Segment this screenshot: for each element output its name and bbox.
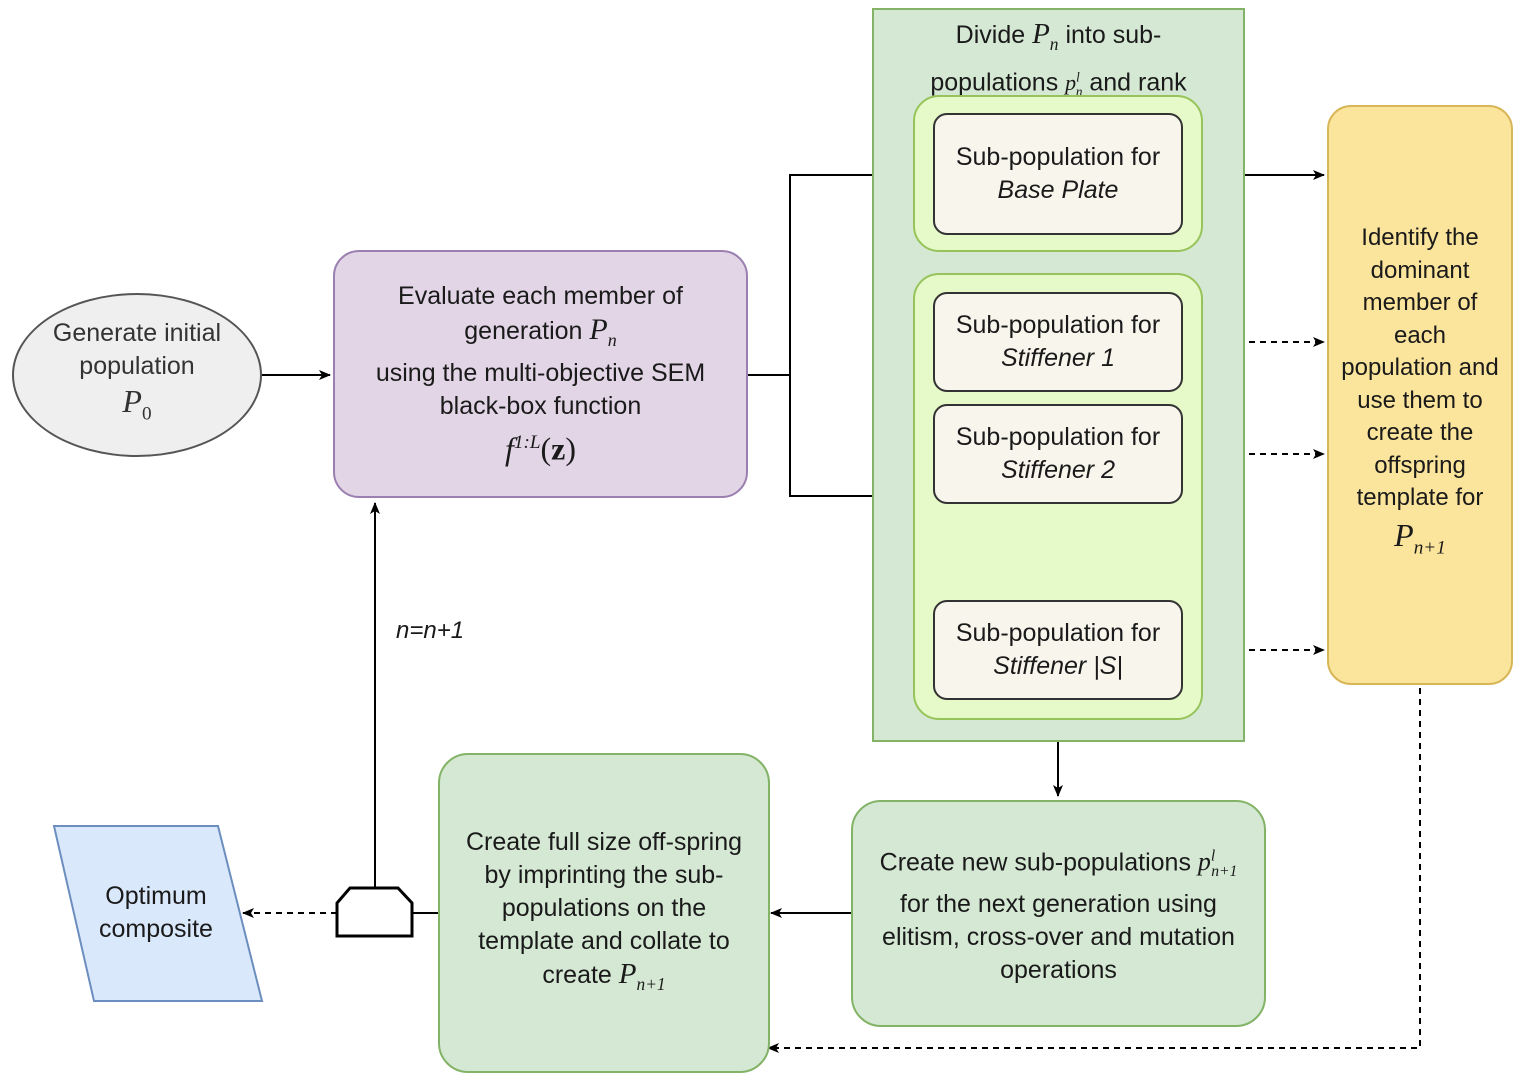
evaluate-line4: black-box function [439, 391, 642, 420]
subpop-stiffenerS-line1: Sub-population for [955, 619, 1161, 647]
new-subpop-line3: elitism, cross-over and mutation [882, 923, 1235, 952]
offspring-line5: create Pn+1 [542, 957, 666, 994]
identify-line: dominant [1370, 256, 1470, 284]
subpop-stiffener2-line1: Sub-population for [955, 423, 1161, 451]
offspring-line3: populations on the [501, 893, 707, 922]
subpop-stiffener1-line1: Sub-population for [955, 311, 1161, 339]
output-line2: composite [99, 915, 213, 943]
evaluate-line2: generation Pn [464, 312, 617, 350]
subpop-baseplate-line2: Base Plate [997, 176, 1119, 204]
offspring-line1: Create full size off-spring [465, 827, 743, 856]
identify-line: use them to [1357, 386, 1483, 414]
new-subpop-line4: operations [1000, 956, 1117, 985]
start-math: P0 [122, 383, 152, 425]
new-subpop-line1: Create new sub-populations pln+1 [879, 847, 1238, 881]
offspring-line4: template and collate to [478, 926, 730, 955]
identify-line: each [1393, 321, 1447, 349]
identify-node[interactable]: Identify the dominant member of each pop… [1327, 105, 1513, 685]
identify-line: Identify the [1361, 224, 1479, 252]
evaluate-line1: Evaluate each member of [398, 281, 683, 310]
loop-label: n=n+1 [396, 617, 465, 644]
subpop-stiffener1-line2: Stiffener 1 [1001, 344, 1115, 372]
identify-line: member of [1362, 289, 1478, 317]
new-subpop-line2: for the next generation using [900, 890, 1217, 919]
offspring-line2: by imprinting the sub- [484, 860, 724, 889]
identify-math: Pn+1 [1394, 516, 1446, 558]
start-node[interactable]: Generate initial population P0 [12, 293, 262, 457]
dashed-arrow-identify-to-offspring [767, 688, 1421, 1053]
evaluate-function: f1:L(z) [504, 430, 577, 467]
identify-line: population and [1341, 354, 1499, 382]
output-line1: Optimum [105, 882, 207, 910]
offspring-node[interactable]: Create full size off-spring by imprintin… [438, 753, 770, 1073]
subpop-stiffener-s[interactable]: Sub-population for Stiffener |S| [933, 600, 1183, 700]
identify-line: offspring [1374, 451, 1466, 479]
subpop-stiffener-2[interactable]: Sub-population for Stiffener 2 [933, 404, 1183, 504]
new-subpop-node[interactable]: Create new sub-populations pln+1 for the… [851, 800, 1266, 1027]
divide-group-title: Divide Pn into sub- populations pln and … [930, 18, 1187, 99]
evaluate-line3: using the multi-objective SEM [375, 358, 706, 387]
subpop-stiffener-1[interactable]: Sub-population for Stiffener 1 [933, 292, 1183, 392]
arrow-evaluate-to-stiffeners [789, 375, 911, 501]
output-node[interactable]: Optimum composite [70, 860, 242, 966]
subpop-baseplate[interactable]: Sub-population for Base Plate [933, 113, 1183, 235]
arrow-evaluate-to-baseplate [748, 170, 911, 376]
evaluate-node[interactable]: Evaluate each member of generation Pn us… [333, 250, 748, 498]
subpop-stiffenerS-line2: Stiffener |S| [993, 652, 1123, 680]
subpop-baseplate-line1: Sub-population for [955, 143, 1161, 171]
subpop-stiffener2-line2: Stiffener 2 [1001, 456, 1115, 484]
output-parallelogram [52, 825, 264, 1002]
start-line2: population [79, 352, 195, 381]
identify-line: create the [1366, 419, 1474, 447]
decision-shape [335, 886, 414, 938]
identify-line: template for [1356, 484, 1484, 512]
start-line1: Generate initial [52, 319, 222, 348]
